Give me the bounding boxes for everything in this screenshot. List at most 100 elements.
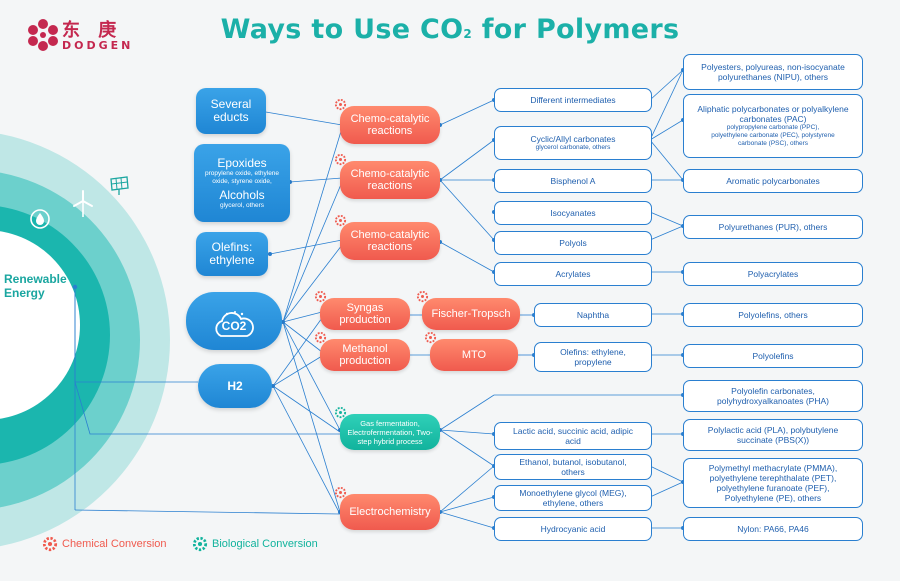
fischer-tropsch-box: Fischer-Tropsch bbox=[422, 298, 520, 330]
bisphenol-label: Bisphenol A bbox=[550, 176, 596, 186]
gas-fermentation-label: Gas fermentation, Electrofermentation, T… bbox=[347, 418, 433, 446]
pac-label: Aliphatic polycarbonates or polyalkylene… bbox=[697, 104, 849, 124]
naphtha-label: Naphtha bbox=[576, 310, 610, 320]
different-intermediates-box: Different intermediates bbox=[494, 88, 652, 112]
fischer-tropsch-label: Fischer-Tropsch bbox=[431, 308, 511, 320]
logo-chinese: 东 庚 bbox=[62, 20, 123, 41]
solar-panel-icon bbox=[110, 176, 129, 195]
different-intermediates-label: Different intermediates bbox=[530, 95, 616, 105]
gear-icon bbox=[192, 536, 208, 552]
gear-icon bbox=[424, 331, 437, 344]
gear-icon bbox=[334, 98, 347, 111]
electrochemistry-label: Electrochemistry bbox=[349, 506, 431, 518]
polyolefins-label: Polyolefins bbox=[752, 351, 794, 361]
water-drop-icon bbox=[30, 209, 50, 229]
cyclic-carbonates-sub-label: glycerol carbonate, others bbox=[535, 144, 611, 151]
dodgen-logo-icon bbox=[28, 19, 58, 51]
hydrocyanic-box: Hydrocyanic acid bbox=[494, 517, 652, 541]
alcohols-label: Alcohols bbox=[219, 187, 265, 202]
meg-box: Monoethylene glycol (MEG), ethylene, oth… bbox=[494, 485, 652, 511]
alcohols-sub-label: glycerol, others bbox=[219, 201, 265, 209]
naphtha-box: Naphtha bbox=[534, 303, 652, 327]
pla-label: Polylactic acid (PLA), polybutylene succ… bbox=[707, 425, 839, 445]
several-educts-label: Several educts bbox=[210, 97, 252, 124]
h2-box: H2 bbox=[198, 364, 272, 408]
acrylates-label: Acrylates bbox=[555, 269, 591, 279]
pac-box: Aliphatic polycarbonates or polyalkylene… bbox=[683, 94, 863, 158]
olefins-intermediate-box: Olefins: ethylene, propylene bbox=[534, 342, 652, 372]
gas-fermentation-box: Gas fermentation, Electrofermentation, T… bbox=[340, 414, 440, 450]
legend-biological: Biological Conversion bbox=[212, 538, 318, 550]
h2-label: H2 bbox=[227, 378, 243, 393]
olefins-intermediate-label: Olefins: ethylene, propylene bbox=[560, 347, 626, 367]
epoxides-label: Epoxides bbox=[217, 155, 267, 170]
co2-box: CO2 bbox=[186, 292, 282, 350]
cyclic-carbonates-box: Cyclic/Allyl carbonates glycerol carbona… bbox=[494, 126, 652, 160]
co2-label: CO2 bbox=[221, 318, 247, 333]
gear-icon bbox=[334, 214, 347, 227]
isocyanates-box: Isocyanates bbox=[494, 201, 652, 225]
chemo-catalytic-1-label: Chemo-catalytic reactions bbox=[350, 113, 430, 137]
pla-box: Polylactic acid (PLA), polybutylene succ… bbox=[683, 419, 863, 451]
polyolefins-others-label: Polyolefins, others bbox=[738, 310, 808, 320]
olefins-source-label: Olefins: ethylene bbox=[209, 240, 255, 267]
methanol-box: Methanol production bbox=[320, 339, 410, 371]
polyesters-box: Polyesters, polyureas, non-isocyanate po… bbox=[683, 54, 863, 90]
electrochemistry-box: Electrochemistry bbox=[340, 494, 440, 530]
chemo-catalytic-2-box: Chemo-catalytic reactions bbox=[340, 161, 440, 199]
chemo-catalytic-3-box: Chemo-catalytic reactions bbox=[340, 222, 440, 260]
gear-icon bbox=[334, 486, 347, 499]
chemo-catalytic-2-label: Chemo-catalytic reactions bbox=[350, 168, 430, 192]
mto-box: MTO bbox=[430, 339, 518, 371]
polyacrylates-box: Polyacrylates bbox=[683, 262, 863, 286]
polyacrylates-label: Polyacrylates bbox=[747, 269, 799, 279]
gear-icon bbox=[334, 153, 347, 166]
page-title: Ways to Use CO2 for Polymers bbox=[220, 14, 680, 45]
isocyanates-label: Isocyanates bbox=[550, 208, 596, 218]
cyclic-carbonates-label: Cyclic/Allyl carbonates bbox=[530, 134, 616, 144]
lactic-acid-box: Lactic acid, succinic acid, adipic acid bbox=[494, 422, 652, 450]
pac-sub-label: polypropylene carbonate (PPC), polyethyl… bbox=[711, 124, 835, 147]
renewable-energy-label: Renewable Energy bbox=[4, 272, 67, 300]
bisphenol-box: Bisphenol A bbox=[494, 169, 652, 193]
ethanol-box: Ethanol, butanol, isobutanol, others bbox=[494, 454, 652, 480]
epoxides-alcohols-box: Epoxides propylene oxide, ethylene oxide… bbox=[194, 144, 290, 222]
gear-icon bbox=[416, 290, 429, 303]
polyolefins-box: Polyolefins bbox=[683, 344, 863, 368]
pha-box: Polyolefin carbonates, polyhydroxyalkano… bbox=[683, 380, 863, 412]
aromatic-polycarbonates-label: Aromatic polycarbonates bbox=[726, 176, 820, 186]
wind-turbine-icon bbox=[73, 190, 93, 217]
olefins-source-box: Olefins: ethylene bbox=[196, 232, 268, 276]
chemo-catalytic-1-box: Chemo-catalytic reactions bbox=[340, 106, 440, 144]
polyols-label: Polyols bbox=[559, 238, 587, 248]
polyolefins-others-box: Polyolefins, others bbox=[683, 303, 863, 327]
logo-english: DODGEN bbox=[62, 39, 134, 52]
polyols-box: Polyols bbox=[494, 231, 652, 255]
gear-icon bbox=[314, 290, 327, 303]
syngas-box: Syngas production bbox=[320, 298, 410, 330]
ethanol-label: Ethanol, butanol, isobutanol, others bbox=[519, 457, 627, 477]
mto-label: MTO bbox=[461, 349, 487, 361]
several-educts-box: Several educts bbox=[196, 88, 266, 134]
pmma-label: Polymethyl methacrylate (PMMA), polyethy… bbox=[708, 463, 838, 503]
aromatic-polycarbonates-box: Aromatic polycarbonates bbox=[683, 169, 863, 193]
polyesters-label: Polyesters, polyureas, non-isocyanate po… bbox=[701, 62, 845, 82]
hydrocyanic-label: Hydrocyanic acid bbox=[540, 524, 606, 534]
methanol-label: Methanol production bbox=[339, 343, 391, 367]
cloud-icon bbox=[215, 310, 254, 337]
pmma-box: Polymethyl methacrylate (PMMA), polyethy… bbox=[683, 458, 863, 508]
gear-icon bbox=[42, 536, 58, 552]
acrylates-box: Acrylates bbox=[494, 262, 652, 286]
pur-label: Polyurethanes (PUR), others bbox=[718, 222, 828, 232]
epoxides-sub-label: propylene oxide, ethylene oxide, styrene… bbox=[204, 169, 280, 185]
lactic-acid-label: Lactic acid, succinic acid, adipic acid bbox=[512, 426, 633, 446]
legend-chemical: Chemical Conversion bbox=[62, 538, 167, 550]
gear-icon bbox=[314, 331, 327, 344]
pha-label: Polyolefin carbonates, polyhydroxyalkano… bbox=[717, 386, 829, 406]
pur-box: Polyurethanes (PUR), others bbox=[683, 215, 863, 239]
syngas-label: Syngas production bbox=[339, 302, 391, 326]
nylon-box: Nylon: PA66, PA46 bbox=[683, 517, 863, 541]
gear-icon bbox=[334, 406, 347, 419]
nylon-label: Nylon: PA66, PA46 bbox=[737, 524, 809, 534]
